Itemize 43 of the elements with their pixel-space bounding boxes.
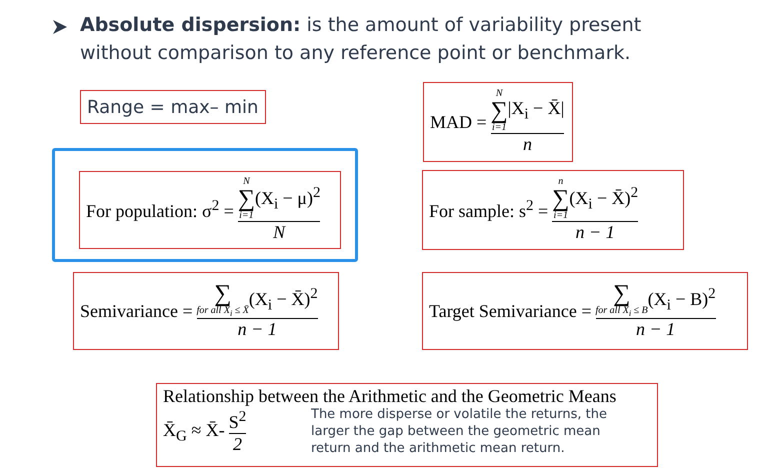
highlight-frame [52, 148, 358, 262]
denominator: n − 1 [576, 222, 615, 243]
summation-limit: n [558, 177, 564, 187]
numerator: (X$_{i}$ − X̄)$^{2}$ [569, 184, 638, 214]
numerator: (X$_{i}$ − B)$^{2}$ [648, 286, 716, 314]
formula-box [423, 82, 573, 162]
formula-box [422, 170, 684, 250]
summation-sign: ∑ [490, 99, 508, 123]
summation-limit: for all X$_{i}$ ≤ B [596, 306, 648, 318]
formula-text: Range = max– min [87, 96, 258, 118]
heading-text: Absolute dispersion: is the amount of variability present without comparison to any reference point or benchmark. [80, 13, 642, 66]
formula-box [79, 171, 341, 249]
summation-limit: i=1 [492, 123, 506, 133]
numerator: (X$_{i}$ − μ)$^{2}$ [254, 184, 320, 214]
summation-limit: N [243, 177, 250, 187]
summation-sign: ∑ [613, 282, 630, 306]
formula-box [156, 383, 658, 467]
formula-box [422, 272, 748, 350]
denominator: N [273, 222, 286, 243]
summation-limit: i=1 [553, 211, 568, 221]
numerator: (X$_{i}$ − X̄)$^{2}$ [248, 286, 318, 314]
box-heading: Relationship between the Arithmetic and the Geometric Means [163, 386, 618, 407]
formula-label: For sample: s$^{2}$ = [429, 198, 548, 222]
formula-label: MAD = [430, 112, 487, 132]
summation-limit: i=1 [239, 211, 254, 221]
denominator: n [522, 134, 532, 155]
numerator: |X$_{i}$ − X̄| [508, 98, 564, 124]
summation-limit: N [496, 89, 503, 99]
denominator: n − 1 [238, 319, 277, 340]
summation-sign: ∑ [214, 282, 232, 306]
formula-label: For population: σ$^{2}$ = [86, 198, 234, 222]
formula-box [80, 90, 266, 124]
summation-sign: ∑ [552, 187, 570, 211]
formula-label: Target Semivariance = [429, 300, 592, 322]
summation-sign: ∑ [238, 187, 255, 211]
denominator: n − 1 [636, 319, 676, 340]
numerator: S$^{2}$ [228, 409, 246, 434]
formula-box [73, 272, 339, 350]
formula-label: Semivariance = [80, 300, 193, 322]
summation-limit: for all X$_{i}$ ≤ X̄ [196, 306, 249, 318]
formula-label: X̄$_{G}$ ≈ X̄- [163, 420, 225, 446]
denominator: 2 [232, 434, 242, 456]
note-text: The more disperse or volatile the returns, the larger the gap between the geometric mean return and the arithmetic mean return. [311, 407, 608, 458]
